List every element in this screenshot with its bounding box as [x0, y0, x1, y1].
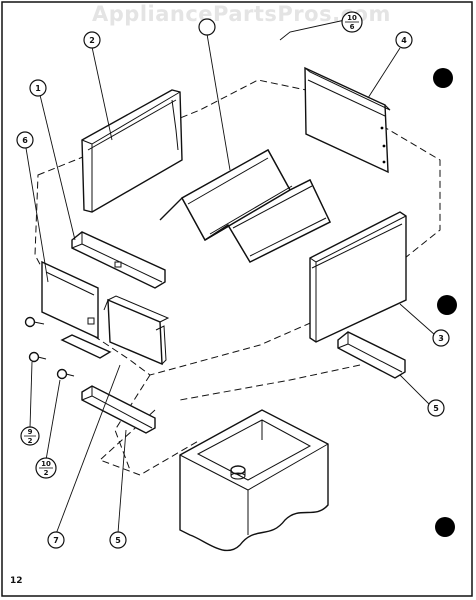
- screw-2: [28, 351, 47, 363]
- callout-fraction-10-6: 10 6: [341, 11, 363, 33]
- leader-10-6: [279, 19, 346, 41]
- page-number: 12: [10, 576, 23, 586]
- bottom-tank: [179, 409, 329, 552]
- callout-6: 6: [16, 131, 34, 149]
- callout-fraction-10-2: 10 2: [35, 457, 57, 479]
- registration-dot-middle: [437, 295, 457, 315]
- leader-top-center: [206, 33, 231, 171]
- leader-3: [399, 303, 436, 336]
- folded-baffle: [159, 149, 331, 263]
- svg-text:6: 6: [22, 136, 28, 145]
- callout-3: 3: [432, 329, 450, 347]
- part-2-side-panel: [81, 89, 183, 213]
- callout-4: 4: [395, 31, 413, 49]
- registration-dot-bottom: [435, 517, 455, 537]
- svg-text:5: 5: [115, 536, 121, 545]
- svg-text:1: 1: [35, 84, 41, 93]
- screw-1: [24, 316, 45, 328]
- svg-text:6: 6: [350, 23, 355, 31]
- dashed-guide-2: [114, 374, 151, 471]
- part-5-rail-left: [81, 385, 156, 434]
- svg-text:7: 7: [53, 536, 59, 545]
- leader-5a: [399, 374, 431, 406]
- svg-text:2: 2: [89, 36, 95, 45]
- dashed-guide-3: [179, 364, 361, 401]
- callout-2: 2: [83, 31, 101, 49]
- part-4-side-panel: [304, 66, 391, 174]
- part-5-rail-right: [337, 331, 406, 379]
- part-1-bottom-rail: [71, 231, 166, 289]
- leader-1: [39, 94, 76, 241]
- callout-5-right: 5: [427, 399, 445, 417]
- registration-dot-top: [433, 68, 453, 88]
- callout-5-left: 5: [109, 531, 127, 549]
- callout-fraction-9-2: 9 2: [20, 426, 40, 446]
- svg-text:4: 4: [401, 36, 407, 45]
- part-7-small-panel: [103, 295, 170, 366]
- screw-3: [56, 368, 75, 380]
- svg-text:3: 3: [438, 334, 444, 343]
- callout-1: 1: [29, 79, 47, 97]
- svg-text:10: 10: [41, 460, 51, 468]
- part-3-front-panel: [309, 211, 407, 343]
- svg-text:9: 9: [28, 428, 33, 436]
- svg-text:2: 2: [44, 469, 49, 477]
- leader-5b: [117, 429, 127, 534]
- svg-text:2: 2: [28, 437, 33, 445]
- leader-10-2: [45, 379, 61, 461]
- callout-top-center: [198, 18, 216, 36]
- part-6-bracket-plate: [41, 260, 99, 340]
- callout-7: 7: [47, 531, 65, 549]
- svg-text:10: 10: [347, 14, 357, 22]
- leader-4: [367, 47, 401, 99]
- leader-6: [25, 147, 49, 283]
- svg-text:5: 5: [433, 404, 439, 413]
- dashed-guide-4: [99, 409, 201, 476]
- leader-7: [55, 364, 121, 535]
- watermark-text: AppliancePartsPros.com: [92, 2, 391, 26]
- small-rail: [60, 334, 112, 359]
- leader-2: [91, 46, 113, 141]
- leader-9-2: [29, 361, 33, 429]
